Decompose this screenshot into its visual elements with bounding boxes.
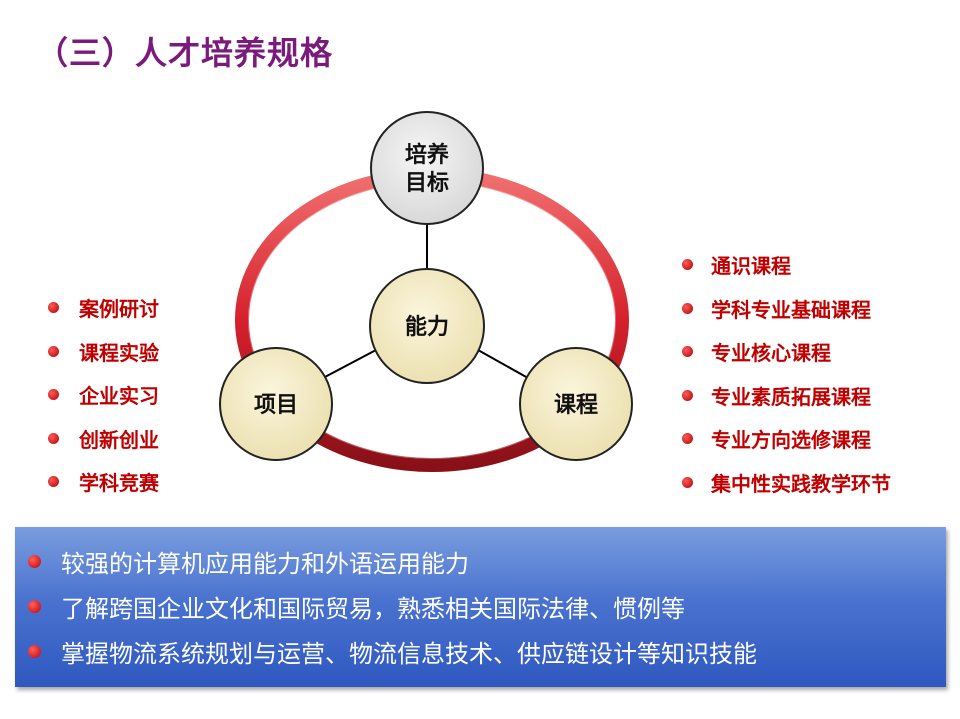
bullet-icon — [28, 600, 41, 613]
node-left-label: 项目 — [254, 393, 298, 418]
list-item-label: 通识课程 — [711, 254, 791, 279]
bullet-icon — [28, 645, 41, 658]
list-item: 学科竞赛 — [48, 460, 159, 504]
list-item: 学科专业基础课程 — [682, 287, 891, 331]
bullet-icon — [48, 302, 59, 314]
list-item-label: 案例研讨 — [79, 297, 159, 322]
list-item: 通识课程 — [682, 243, 891, 287]
bullet-icon — [682, 302, 693, 314]
panel-item-label: 掌握物流系统规划与运营、物流信息技术、供应链设计等知识技能 — [61, 640, 757, 668]
list-item: 专业核心课程 — [682, 330, 891, 374]
bullet-icon — [48, 432, 59, 444]
bullet-icon — [48, 389, 59, 401]
bullet-icon — [28, 555, 41, 568]
page-title: （三）人才培养规格 — [36, 34, 334, 72]
bullet-icon — [48, 345, 59, 357]
node-center-label: 能力 — [405, 314, 449, 340]
list-item: 专业方向选修课程 — [682, 417, 891, 461]
bullet-icon — [682, 433, 693, 445]
list-item: 集中性实践教学环节 — [682, 461, 891, 505]
list-item: 专业素质拓展课程 — [682, 374, 891, 418]
bullet-icon — [682, 389, 693, 401]
list-item-label: 学科专业基础课程 — [711, 297, 871, 322]
panel-item: 较强的计算机应用能力和外语运用能力 — [15, 539, 946, 584]
connector-left — [322, 349, 377, 379]
list-item-label: 专业核心课程 — [711, 341, 831, 366]
node-center: 能力 — [369, 268, 485, 384]
list-item: 企业实习 — [48, 373, 159, 417]
course-list: 通识课程 学科专业基础课程 专业核心课程 专业素质拓展课程 专业方向选修课程 集… — [682, 243, 891, 504]
list-item-label: 创新创业 — [79, 427, 159, 452]
list-item-label: 专业方向选修课程 — [711, 428, 871, 453]
node-left: 项目 — [219, 347, 333, 461]
bullet-icon — [682, 476, 693, 488]
panel-item: 了解跨国企业文化和国际贸易，熟悉相关国际法律、惯例等 — [15, 584, 946, 629]
bullet-icon — [682, 259, 693, 271]
list-item-label: 课程实验 — [79, 340, 159, 365]
list-item-label: 专业素质拓展课程 — [711, 384, 871, 409]
node-right: 课程 — [519, 347, 633, 461]
node-top-line2: 目标 — [405, 170, 449, 196]
panel-item-label: 较强的计算机应用能力和外语运用能力 — [61, 550, 469, 578]
list-item-label: 企业实习 — [79, 384, 159, 409]
node-top-line1: 培养 — [405, 142, 449, 168]
bullet-icon — [48, 476, 59, 488]
list-item-label: 学科竞赛 — [79, 471, 159, 496]
node-top: 培养 目标 — [370, 111, 484, 225]
connector-right — [477, 349, 529, 379]
list-item-label: 集中性实践教学环节 — [711, 471, 891, 496]
node-right-label: 课程 — [554, 393, 598, 418]
list-item: 课程实验 — [48, 330, 159, 374]
summary-panel: 较强的计算机应用能力和外语运用能力 了解跨国企业文化和国际贸易，熟悉相关国际法律… — [15, 527, 946, 687]
project-list: 案例研讨 课程实验 企业实习 创新创业 学科竞赛 — [48, 286, 159, 504]
bullet-icon — [682, 346, 693, 358]
list-item: 案例研讨 — [48, 286, 159, 330]
list-item: 创新创业 — [48, 417, 159, 461]
panel-item: 掌握物流系统规划与运营、物流信息技术、供应链设计等知识技能 — [15, 629, 946, 674]
panel-item-label: 了解跨国企业文化和国际贸易，熟悉相关国际法律、惯例等 — [61, 595, 685, 623]
